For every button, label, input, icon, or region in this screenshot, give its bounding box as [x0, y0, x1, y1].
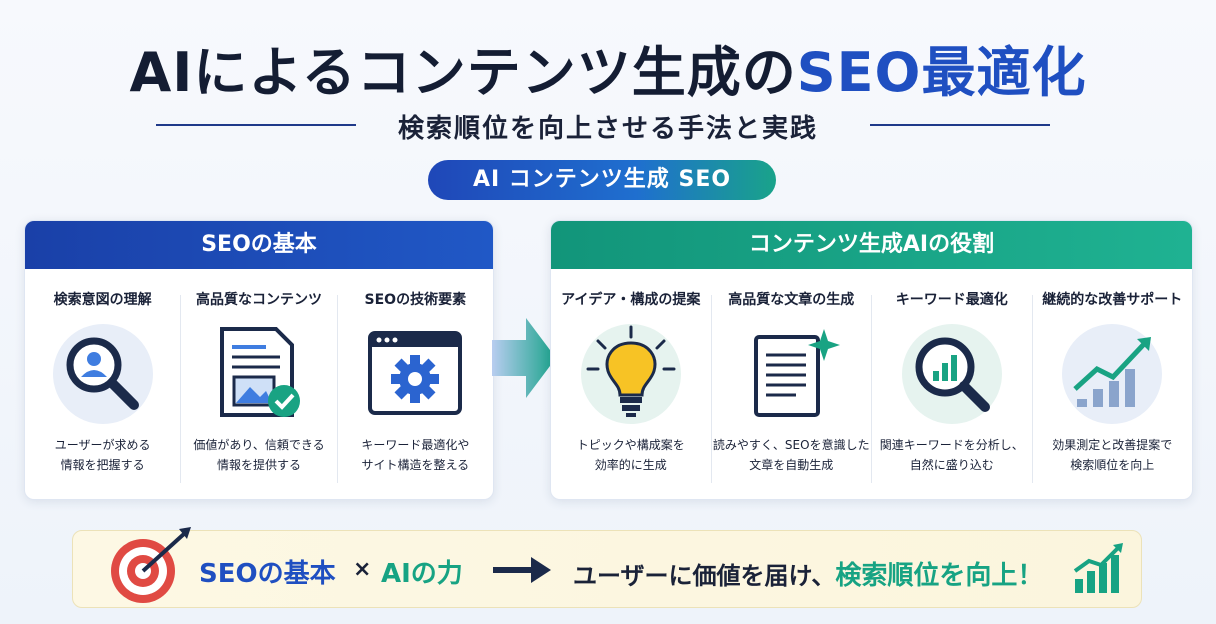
card-desc: 読みやすく、SEOを意識した 文章を自動生成 [712, 438, 870, 472]
card-desc: キーワード最適化や サイト構造を整える [361, 438, 470, 472]
banner-times: × [353, 557, 372, 582]
card-idea: アイデア・構成の提案 トピックや構成案を 効率的に生成 [551, 292, 712, 483]
page-title: AIによるコンテンツ生成のSEO最適化 [0, 28, 1216, 107]
card-title: キーワード最適化 [895, 292, 1008, 308]
card-desc: トピックや構成案を 効率的に生成 [576, 438, 685, 472]
growth-chart-icon [1052, 319, 1172, 429]
browser-gear-icon [355, 319, 475, 429]
summary-banner: SEOの基本 × AIの力 ユーザーに価値を届け、検索順位を向上！ [72, 527, 1142, 608]
banner-message: ユーザーに価値を届け、検索順位を向上！ [573, 555, 1043, 592]
ai-role-header: コンテンツ生成AIの役割 [551, 221, 1192, 269]
card-search-intent: 検索意図の理解 ユーザーが求める 情報を把握する [25, 292, 182, 483]
card-title: 高品質なコンテンツ [195, 292, 322, 308]
card-desc: ユーザーが求める 情報を把握する [54, 438, 151, 472]
arrow-right-icon [492, 318, 556, 398]
title-part-2: SEO最適化 [796, 41, 1087, 104]
seo-basics-panel: SEOの基本 検索意図の理解 ユーザーが求める 情報を把握する 高品質なコンテン… [24, 220, 494, 500]
subtitle-line-left [156, 124, 356, 126]
banner-message-1: ユーザーに価値を届け、 [573, 562, 836, 590]
card-improvement: 継続的な改善サポート 効果測定と改善提案で 検索順位を向上 [1033, 292, 1193, 483]
topic-pill: AI コンテンツ生成 SEO [428, 160, 776, 200]
card-title: 検索意図の理解 [53, 292, 152, 308]
banner-seo: SEOの基本 [199, 559, 336, 589]
card-desc: 関連キーワードを分析し、 自然に盛り込む [879, 438, 1024, 472]
magnifier-user-icon [43, 319, 163, 429]
card-keyword: キーワード最適化 関連キーワードを分析し、 自然に盛り込む [872, 292, 1033, 483]
card-title: アイデア・構成の提案 [561, 292, 701, 308]
ai-role-panel: コンテンツ生成AIの役割 アイデア・構成の提案 トピックや構成案 [550, 220, 1193, 500]
banner-message-2: 検索順位を向上！ [835, 561, 1044, 591]
subtitle: 検索順位を向上させる手法と実践 [397, 114, 818, 144]
subtitle-line-right [870, 124, 1050, 126]
arrow-right-icon [493, 557, 551, 583]
card-quality-text: 高品質な文章の生成 読みやすく、SEOを意識した 文章を自動生成 [712, 292, 872, 483]
subtitle-row: 検索順位を向上させる手法と実践 [0, 108, 1216, 144]
document-check-icon [199, 319, 319, 429]
magnifier-chart-icon [892, 319, 1012, 429]
card-title: 高品質な文章の生成 [728, 292, 855, 308]
lightbulb-icon [571, 319, 691, 429]
card-desc: 効果測定と改善提案で 検索順位を向上 [1052, 438, 1173, 472]
seo-basics-header: SEOの基本 [25, 221, 493, 269]
card-title: SEOの技術要素 [364, 292, 467, 308]
card-title: 継続的な改善サポート [1042, 292, 1183, 308]
target-icon [111, 527, 191, 603]
card-quality-content: 高品質なコンテンツ 価値があり、信頼できる 情報を提供する [181, 292, 338, 483]
banner-ai: AIの力 [381, 559, 463, 589]
title-part-1: AIによるコンテンツ生成の [129, 41, 797, 104]
card-desc: 価値があり、信頼できる 情報を提供する [193, 438, 325, 472]
card-seo-tech: SEOの技術要素 [338, 292, 493, 483]
document-sparkle-icon [731, 319, 851, 429]
bar-chart-icon [1073, 543, 1123, 593]
